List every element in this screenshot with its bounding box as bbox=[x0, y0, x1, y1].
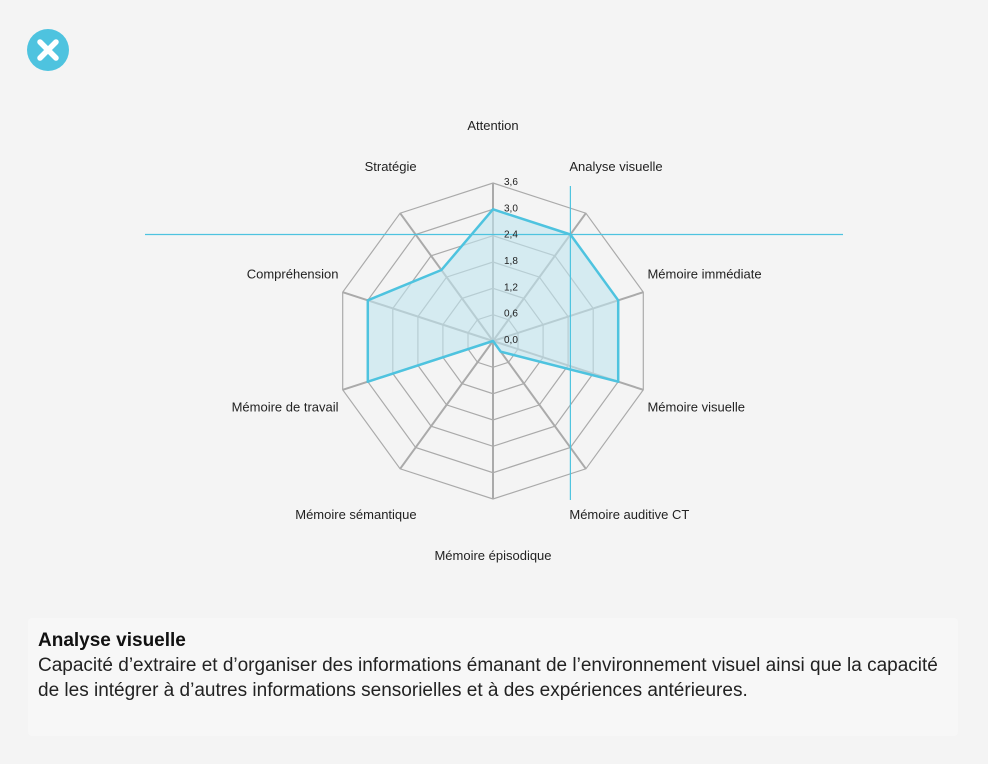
description-title: Analyse visuelle bbox=[38, 630, 186, 651]
axis-label: Attention bbox=[467, 118, 518, 133]
axis-label: Mémoire visuelle bbox=[647, 399, 745, 414]
data-series-area bbox=[366, 208, 620, 383]
close-icon bbox=[37, 39, 59, 61]
close-button[interactable] bbox=[27, 29, 69, 71]
description-body: Capacité d’extraire et d’organiser des i… bbox=[38, 655, 938, 701]
axis-label: Mémoire de travail bbox=[232, 399, 339, 414]
grid-spoke bbox=[399, 340, 494, 470]
axis-label: Stratégie bbox=[365, 159, 417, 174]
tick-label: 2,4 bbox=[504, 230, 518, 241]
tick-label: 1,8 bbox=[504, 256, 518, 267]
axis-label: Compréhension bbox=[247, 267, 339, 282]
axis-label: Mémoire sémantique bbox=[295, 507, 416, 522]
description-card: Analyse visuelle Capacité d’extraire et … bbox=[28, 618, 958, 736]
axis-label: Mémoire épisodique bbox=[434, 548, 551, 563]
axis-label: Mémoire auditive CT bbox=[569, 507, 689, 522]
axis-label: Mémoire immédiate bbox=[647, 267, 761, 282]
tick-label: 1,2 bbox=[504, 282, 518, 293]
tick-label: 0,6 bbox=[504, 309, 518, 320]
tick-label: 3,6 bbox=[504, 177, 518, 188]
tick-label: 0,0 bbox=[504, 335, 518, 346]
axis-label: Analyse visuelle bbox=[569, 159, 662, 174]
tick-label: 3,0 bbox=[504, 203, 518, 214]
